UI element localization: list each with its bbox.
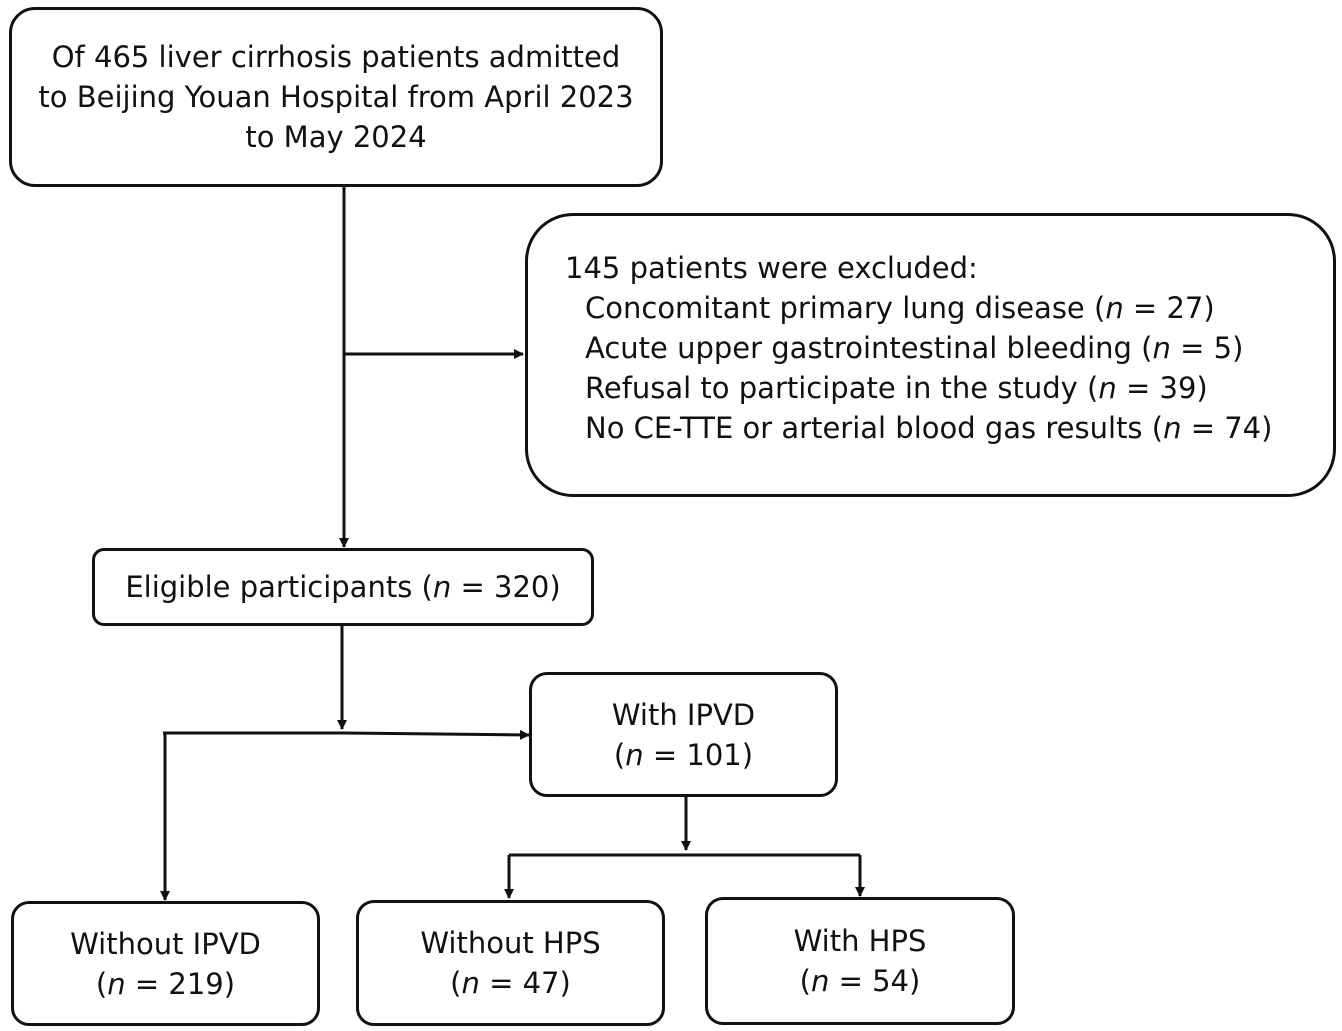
n-symbol: n <box>1098 371 1117 405</box>
eligible-label: Eligible participants (n = 320) <box>125 570 561 604</box>
source-line-2: to Beijing Youan Hospital from April 202… <box>38 80 634 114</box>
exclusion-reason-label: Concomitant primary lung disease <box>585 291 1085 325</box>
exclusion-reason-label: Refusal to participate in the study <box>585 371 1078 405</box>
exclusion-reason: Concomitant primary lung disease (n = 27… <box>585 291 1215 325</box>
without-hps-box: Without HPS (n = 47) <box>356 900 665 1026</box>
n-symbol: n <box>107 966 126 1001</box>
without-ipvd-count: 219 <box>168 966 224 1001</box>
without-hps-count: 47 <box>522 966 560 1000</box>
n-symbol: n <box>1105 291 1124 325</box>
n-symbol: n <box>461 966 480 1000</box>
n-symbol: n <box>432 570 452 604</box>
excluded-box: 145 patients were excluded: Concomitant … <box>525 213 1336 497</box>
without-hps-label: Without HPS <box>420 926 601 960</box>
source-line-3: to May 2024 <box>245 120 427 154</box>
source-line-1: Of 465 liver cirrhosis patients admitted <box>51 40 621 74</box>
exclusion-reason: Refusal to participate in the study (n =… <box>585 371 1208 405</box>
with-ipvd-box: With IPVD (n = 101) <box>529 672 838 797</box>
n-symbol: n <box>1163 411 1182 445</box>
with-hps-count-line: (n = 54) <box>799 964 921 998</box>
n-symbol: n <box>1152 331 1171 365</box>
without-ipvd-label: Without IPVD <box>70 926 261 961</box>
exclusion-count: 27 <box>1166 291 1204 325</box>
without-ipvd-box: Without IPVD (n = 219) <box>11 901 320 1026</box>
eligible-count: 320 <box>494 570 550 604</box>
with-hps-box: With HPS (n = 54) <box>705 897 1015 1025</box>
with-ipvd-count: 101 <box>686 737 742 772</box>
with-hps-count: 54 <box>872 964 910 998</box>
exclusion-reason-label: No CE-TTE or arterial blood gas results <box>585 411 1143 445</box>
with-ipvd-label: With IPVD <box>611 697 756 732</box>
exclusion-reason-label: Acute upper gastrointestinal bleeding <box>585 331 1132 365</box>
exclusion-reason: Acute upper gastrointestinal bleeding (n… <box>585 331 1244 365</box>
exclusion-count: 74 <box>1224 411 1262 445</box>
n-symbol: n <box>810 964 830 998</box>
with-ipvd-count-line: (n = 101) <box>613 737 754 772</box>
without-hps-count-line: (n = 47) <box>450 966 571 1000</box>
without-ipvd-count-line: (n = 219) <box>95 966 236 1001</box>
exclusion-count: 5 <box>1213 331 1233 365</box>
arrow-to-with-ipvd <box>341 729 530 740</box>
with-hps-label: With HPS <box>793 924 927 958</box>
n-symbol: n <box>625 737 644 772</box>
exclusion-reason: No CE-TTE or arterial blood gas results … <box>585 411 1273 445</box>
excluded-header: 145 patients were excluded: <box>565 251 978 285</box>
eligible-text: Eligible participants <box>125 570 413 604</box>
source-population-box: Of 465 liver cirrhosis patients admitted… <box>9 7 663 187</box>
exclusion-count: 39 <box>1159 371 1197 405</box>
eligible-participants-box: Eligible participants (n = 320) <box>92 548 594 626</box>
